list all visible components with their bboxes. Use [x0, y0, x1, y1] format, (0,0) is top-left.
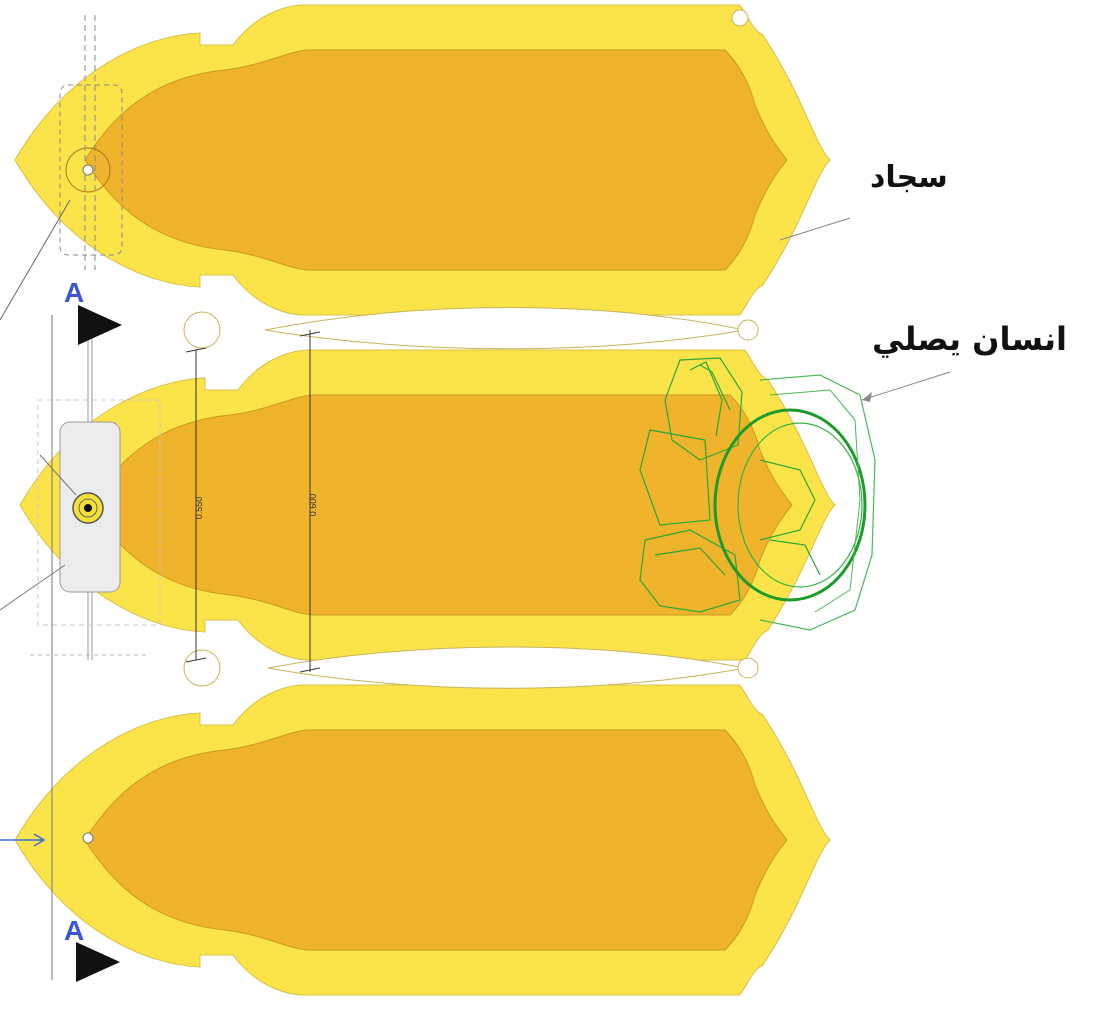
praying-person-figure — [639, 357, 876, 631]
middle-fixture — [0, 330, 161, 660]
rug-label-leader — [779, 217, 851, 241]
dimension-inner-label: 0.550 — [194, 497, 204, 520]
dimension-inner — [185, 347, 207, 663]
dimension-outer — [299, 330, 321, 673]
dimension-outer-label: 0.600 — [308, 494, 318, 517]
section-arrow-bottom-icon — [76, 942, 120, 982]
person-praying-label: انسان يصلي — [872, 320, 1067, 358]
section-arrow-top-icon — [78, 305, 122, 345]
rug-middle — [19, 349, 836, 661]
rug-top — [14, 4, 831, 316]
rug-label: سجاد — [870, 160, 948, 195]
bottom-reference — [0, 832, 94, 847]
rug-gaps — [183, 9, 759, 689]
section-marker-bottom-letter: A — [64, 915, 84, 946]
top-fixture — [0, 15, 123, 321]
section-marker-top-letter: A — [64, 277, 84, 308]
rug-bottom — [14, 684, 831, 996]
person-label-leader — [861, 371, 951, 401]
